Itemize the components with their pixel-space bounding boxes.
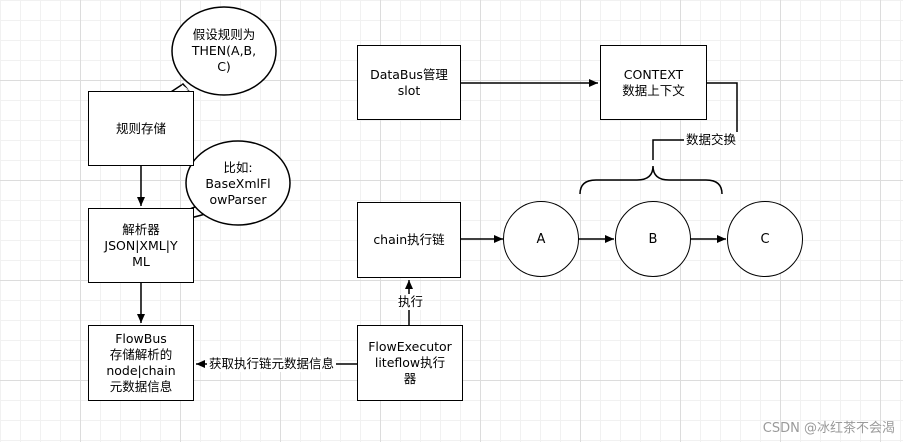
csdn-watermark: CSDN @冰红茶不会渴 [762, 421, 895, 436]
chain-label: chain执行链 [373, 232, 445, 247]
node-b-label: B [648, 231, 658, 247]
node-a-label: A [536, 231, 546, 247]
rule-storage-label: 规则存储 [115, 120, 166, 136]
node-c: C [727, 201, 803, 277]
executor-box: FlowExecutor liteflow执行 器 [357, 325, 463, 401]
parser-box: 解析器 JSON|XML|Y ML [88, 208, 194, 283]
chain-box: chain执行链 [357, 202, 461, 278]
rule-assumption-bubble: 假设规则为 THEN(A,B, C) [191, 27, 257, 74]
parser-label: 解析器 JSON|XML|Y ML [104, 221, 178, 269]
rule-storage-box: 规则存储 [88, 91, 194, 166]
parser-example-bubble: 比如: BaseXmlFl owParser [205, 160, 271, 207]
node-a: A [503, 201, 579, 277]
abc-brace [579, 165, 723, 195]
databus-label: DataBus管理 slot [370, 66, 448, 98]
data-exchange-label: 数据交换 [684, 132, 739, 148]
flowbus-label: FlowBus 存储解析的 node|chain 元数据信息 [106, 331, 176, 394]
get-metadata-label: 获取执行链元数据信息 [207, 356, 337, 372]
context-box: CONTEXT 数据上下文 [600, 45, 707, 120]
execute-label: 执行 [397, 294, 425, 310]
flowbus-box: FlowBus 存储解析的 node|chain 元数据信息 [88, 325, 194, 401]
databus-box: DataBus管理 slot [357, 45, 461, 120]
node-c-label: C [760, 231, 770, 247]
node-b: B [615, 201, 691, 277]
executor-label: FlowExecutor liteflow执行 器 [368, 339, 452, 386]
context-label: CONTEXT 数据上下文 [622, 66, 685, 98]
